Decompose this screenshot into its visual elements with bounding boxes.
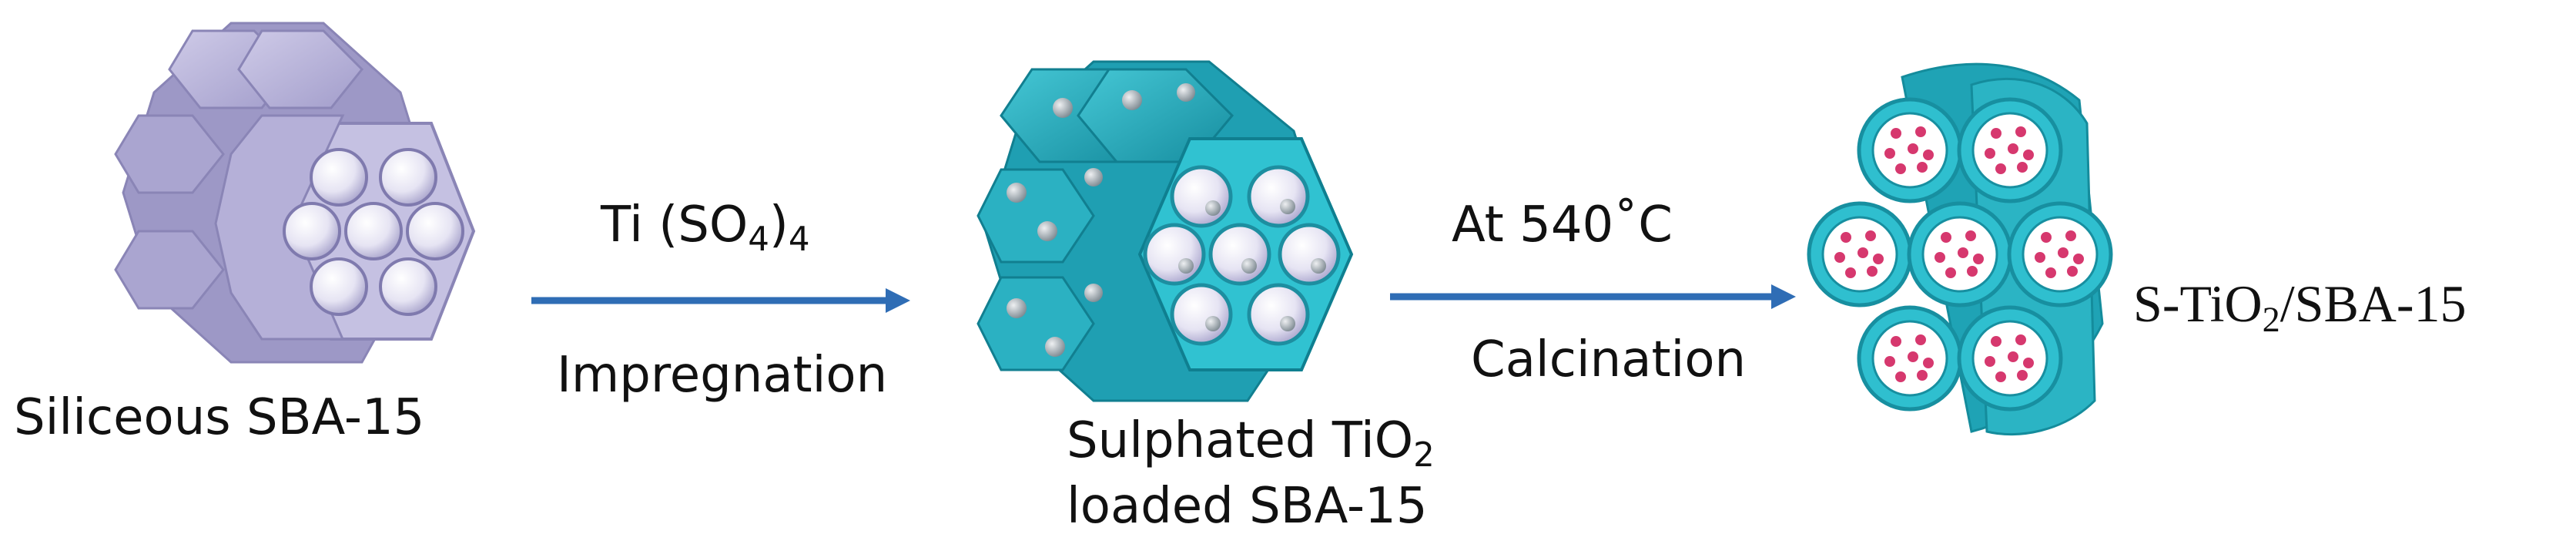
tio2-particle (1895, 163, 1906, 174)
tio2-particle (2058, 247, 2069, 258)
tio2-particle (2067, 266, 2078, 277)
tio2-particle (1884, 148, 1895, 159)
reagent-close: ) (769, 197, 789, 254)
arrow-impregnation (531, 288, 910, 313)
tio2-particle (1917, 162, 1928, 173)
tio2-particle (2008, 143, 2018, 154)
reagent-sub2: 4 (788, 220, 810, 260)
tio2-particle (1873, 254, 1884, 264)
tio2-particle (1973, 254, 1984, 264)
stage3-label: S-TiO2/SBA-15 (2133, 274, 2467, 338)
tio2-particle (2041, 232, 2052, 243)
stage2-label-line2: loaded SBA-15 (1067, 478, 1428, 535)
stage2-label-sub: 2 (1413, 436, 1435, 475)
tio2-particle (1857, 247, 1868, 258)
tio2-particle (1915, 334, 1926, 345)
stage2-label-prefix: Sulphated TiO (1067, 412, 1414, 469)
tio2-particle (1985, 148, 1995, 159)
tio2-particle (1845, 267, 1856, 278)
sulphated-tio2-sba15-illustration (976, 60, 1354, 402)
tio2-particle (2017, 162, 2028, 173)
tio2-particle (1884, 356, 1895, 367)
tio2-particle (2023, 150, 2034, 160)
tio2-particle (1995, 371, 2006, 382)
tio2-particle (2035, 252, 2045, 263)
tio2-particle (2073, 254, 2084, 264)
tio2-particle (1923, 150, 1934, 160)
tio2-particle (1917, 370, 1928, 381)
stage3-label-suffix: /SBA-15 (2280, 274, 2467, 333)
tio2-particle (2008, 351, 2018, 362)
tio2-particle (2015, 126, 2026, 137)
tio2-particle (1865, 230, 1876, 241)
s-tio2-sba15-illustration (1807, 62, 2113, 436)
tio2-particle (1945, 267, 1956, 278)
tio2-particle (1958, 247, 1968, 258)
stage3-label-sub: 2 (2262, 300, 2280, 340)
tio2-particle (1834, 252, 1845, 263)
tio2-particle (1891, 336, 1901, 347)
temperature-label: At 540˚C (1452, 197, 1673, 254)
reagent-prefix: Ti (SO (601, 197, 749, 254)
tio2-particle (1908, 143, 1918, 154)
tio2-particle (2015, 334, 2026, 345)
tio2-particle (1965, 230, 1976, 241)
tio2-particle (1867, 266, 1878, 277)
siliceous-sba15-illustration (114, 22, 476, 364)
stage1-label: Siliceous SBA-15 (14, 389, 425, 446)
arrow-calcination (1390, 284, 1796, 309)
tio2-particle (2045, 267, 2056, 278)
tio2-particle (1915, 126, 1926, 137)
tio2-particle (1941, 232, 1951, 243)
tio2-particle (2023, 358, 2034, 368)
impregnation-label: Impregnation (557, 347, 888, 404)
tio2-particle (1991, 128, 2002, 139)
reagent-label: Ti (SO4)4 (601, 197, 810, 257)
stage3-label-prefix: S-TiO (2133, 274, 2263, 333)
stage2-label-line1: Sulphated TiO2 (1067, 412, 1435, 472)
tio2-particle (1895, 371, 1906, 382)
tio2-particle (1841, 232, 1851, 243)
tio2-particle (1985, 356, 1995, 367)
tio2-particle (2065, 230, 2076, 241)
tio2-particle (1908, 351, 1918, 362)
tio2-particle (2017, 370, 2028, 381)
calcination-label: Calcination (1471, 331, 1747, 388)
reagent-sub1: 4 (748, 220, 769, 260)
tio2-particle (1995, 163, 2006, 174)
tio2-particle (1923, 358, 1934, 368)
tio2-particle (1891, 128, 1901, 139)
tio2-particle (1935, 252, 1945, 263)
tio2-particle (1967, 266, 1978, 277)
tio2-particle (1991, 336, 2002, 347)
